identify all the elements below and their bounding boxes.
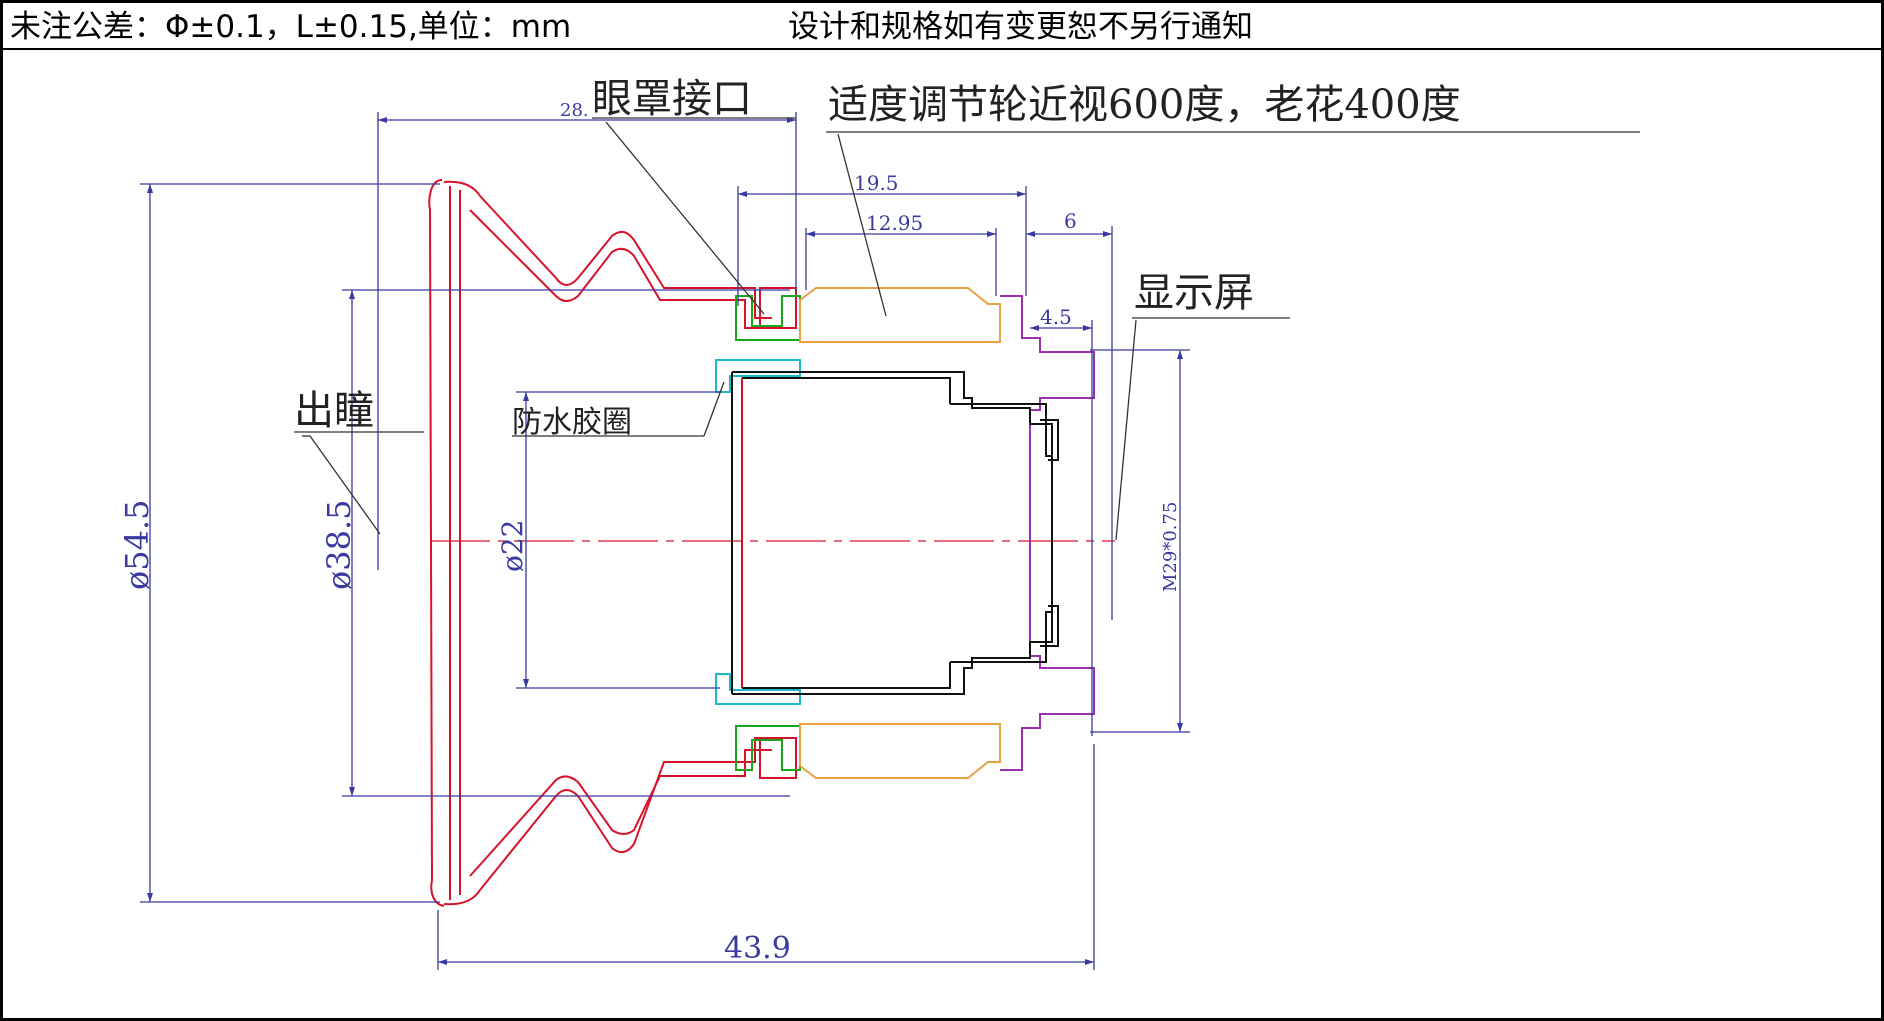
exit-pupil-label: 出瞳: [294, 388, 374, 434]
eyecup-outline: [428, 179, 797, 907]
dim-22: ø22: [496, 520, 529, 573]
waterproof-gasket: [715, 359, 801, 705]
dim-m29: M29*0.75: [1160, 502, 1181, 592]
dim-19-5: 19.5: [854, 171, 899, 195]
dim-6: 6: [1064, 209, 1077, 233]
seal-ring: [735, 295, 801, 771]
waterproof-ring-label: 防水胶圈: [512, 405, 632, 440]
dim-12-95: 12.95: [866, 211, 923, 235]
dim-38-5: ø38.5: [320, 499, 358, 590]
leader-lines: [294, 117, 1640, 541]
dim-28: 28.: [560, 100, 589, 121]
housing: [1000, 295, 1095, 771]
lens-barrel: [731, 371, 1059, 695]
dim-43-9: 43.9: [724, 931, 791, 966]
eyecup-interface-label: 眼罩接口: [592, 76, 752, 122]
display-label: 显示屏: [1134, 270, 1254, 316]
tolerance-note: 未注公差：Φ±0.1，L±0.15,单位：mm: [10, 9, 572, 45]
diopter-wheel-label: 适度调节轮近视600度，老花400度: [828, 82, 1461, 128]
dimension-lines: [140, 112, 1190, 970]
dim-54-5: ø54.5: [118, 499, 156, 590]
change-notice: 设计和规格如有变更恕不另行通知: [788, 9, 1253, 45]
diopter-wheel: [799, 287, 1001, 779]
header-bar: 未注公差：Φ±0.1，L±0.15,单位：mm 设计和规格如有变更恕不另行通知: [0, 0, 1884, 50]
dim-4-5: 4.5: [1040, 305, 1072, 329]
